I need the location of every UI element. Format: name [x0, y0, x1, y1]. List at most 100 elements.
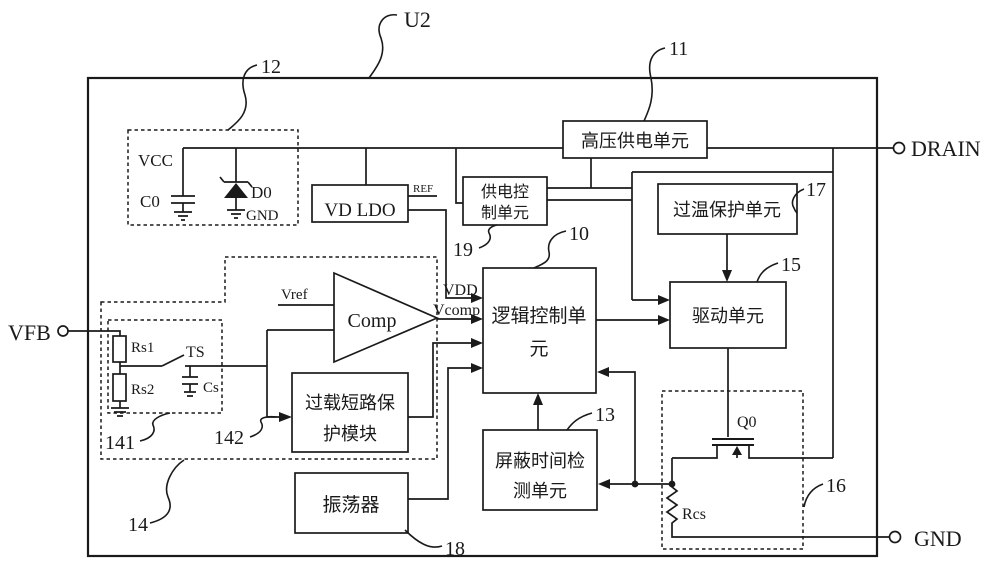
drain-terminal-circle	[892, 141, 906, 155]
leader-141	[139, 412, 171, 442]
overload-label-2: 护模块	[323, 424, 377, 444]
leader-u2	[368, 14, 398, 79]
leader-14	[149, 459, 185, 524]
leader-13	[566, 412, 593, 431]
supply-trunk-wires	[547, 158, 833, 301]
d0-gnd-label: GND	[246, 208, 279, 224]
ts-node-vertical-wire	[266, 330, 280, 418]
ref-11: 11	[669, 38, 688, 60]
masktime-arrowhead	[533, 393, 543, 405]
mosfet-body-arrow	[732, 446, 742, 455]
gnd-terminal-label: GND	[914, 526, 962, 551]
drive-input1-arrowhead	[658, 295, 670, 305]
comparator-label: Comp	[348, 310, 397, 332]
gnd-terminal-circle	[888, 530, 902, 544]
rs2-label: Rs2	[131, 382, 154, 398]
oscillator-arrowhead	[471, 363, 483, 373]
drive-block	[669, 281, 787, 349]
rs2-resistor-symbol	[112, 373, 127, 402]
ref-net-label: REF	[413, 183, 433, 195]
vcc-cell-dashed-box	[127, 129, 299, 226]
overload-block	[291, 372, 409, 453]
leader-16	[803, 483, 824, 508]
ts-net-label: TS	[186, 344, 205, 361]
drain-terminal-label: DRAIN	[911, 136, 981, 161]
vdd-net-label: VDD	[443, 282, 478, 299]
supply-ctrl-label-2: 制单元	[481, 204, 529, 222]
cs-label: Cs	[203, 380, 219, 396]
rcs-label: Rcs	[682, 506, 706, 523]
vdldo-block	[311, 184, 409, 223]
vdldo-label: VD LDO	[324, 200, 395, 221]
leader-142	[249, 415, 277, 438]
c0-label: C0	[140, 192, 160, 211]
q0-label: Q0	[737, 414, 757, 431]
rs1-label: Rs1	[131, 340, 154, 356]
ref-17: 17	[806, 179, 826, 201]
rcs-resistor-wire	[665, 484, 889, 538]
chip-outline-u2	[86, 76, 879, 558]
masktime-label-1: 屏蔽时间检	[495, 451, 585, 471]
d0-label: D0	[251, 183, 272, 202]
d0-zener-symbol	[219, 148, 253, 219]
overload-arrowhead	[471, 338, 483, 348]
vref-net-label: Vref	[281, 287, 308, 303]
hv-supply-label: 高压供电单元	[581, 131, 689, 151]
otp-arrowhead	[722, 270, 732, 282]
ref-u2: U2	[404, 7, 431, 32]
ref-13: 13	[595, 404, 615, 426]
vcomp-arrowhead	[471, 314, 483, 324]
leader-15	[756, 262, 779, 283]
vfb-terminal-circle	[57, 325, 69, 337]
vdd-arrowhead	[471, 293, 483, 303]
leader-19	[478, 224, 498, 249]
oscillator-output-wire	[408, 367, 472, 500]
power-stage-dashed-box	[661, 390, 804, 550]
supply-ctrl-block	[462, 176, 548, 226]
oscillator-block	[294, 472, 409, 534]
ref-16: 16	[826, 475, 846, 497]
vcc-net-label: VCC	[138, 151, 173, 170]
drive-input2-arrowhead	[658, 315, 670, 325]
drive-label: 驱动单元	[692, 306, 764, 326]
ref-19: 19	[453, 239, 473, 261]
vcomp-net-label: Vcomp	[433, 302, 480, 319]
ref-142: 142	[214, 427, 244, 449]
leader-10	[533, 230, 567, 269]
overload-input-arrowhead	[279, 412, 292, 422]
c0-capacitor-symbol	[171, 148, 195, 221]
mosfet-source-drain-wires	[671, 148, 834, 484]
ref-12: 12	[261, 56, 281, 78]
junction-dot-1	[631, 480, 639, 488]
vfb-divider-wires	[68, 330, 129, 417]
logic-label-1: 逻辑控制单	[491, 305, 586, 327]
oscillator-label: 振荡器	[322, 494, 379, 516]
ref-10: 10	[569, 223, 589, 245]
otp-label: 过温保护单元	[673, 200, 781, 220]
cs-to-logic-wire	[608, 371, 636, 484]
ref-15: 15	[781, 254, 801, 276]
logic-right-input-arrowhead	[597, 367, 609, 377]
ts-switch-wire	[120, 354, 267, 367]
vfb-terminal-label: VFB	[8, 320, 51, 345]
rs1-resistor-symbol	[112, 335, 127, 363]
masktime-input-arrowhead	[598, 479, 610, 489]
divider-dashed-box	[107, 319, 223, 414]
vdd-wire	[408, 209, 472, 299]
overload-label-1: 过载短路保	[305, 393, 395, 413]
masktime-block	[482, 429, 598, 511]
leader-17	[791, 188, 805, 214]
masktime-label-2: 测单元	[513, 481, 567, 501]
ref-14: 14	[128, 514, 148, 536]
mosfet-bars	[712, 438, 754, 446]
overload-output-wire	[408, 342, 472, 418]
cs-capacitor-symbol	[182, 366, 198, 397]
rail-to-supplyctrl-wire	[455, 148, 463, 204]
ref-18: 18	[445, 538, 465, 560]
ref-141: 141	[105, 432, 135, 454]
leader-18	[404, 529, 443, 548]
leader-12	[227, 64, 258, 131]
logic-block	[482, 267, 597, 394]
